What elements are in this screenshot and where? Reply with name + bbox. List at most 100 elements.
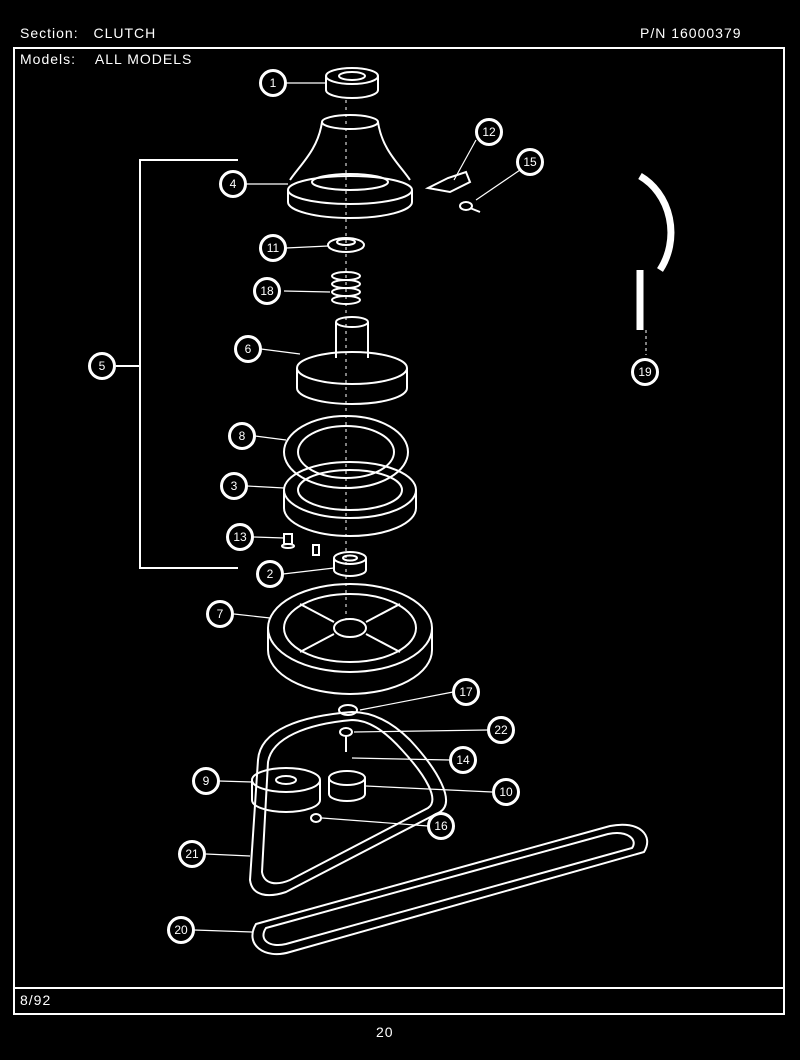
callout-11: 11 <box>259 234 287 262</box>
part-12-bracket <box>424 170 472 194</box>
callout-5: 5 <box>88 352 116 380</box>
part-16-pin <box>310 813 322 823</box>
callout-inner <box>231 425 253 447</box>
callout-2: 2 <box>256 560 284 588</box>
section-value: CLUTCH <box>93 25 157 41</box>
callout-22: 22 <box>487 716 515 744</box>
callout-label: 21 <box>185 847 199 861</box>
callout-inner <box>455 681 477 703</box>
callout-inner <box>495 781 517 803</box>
callout-9: 9 <box>192 767 220 795</box>
part-20-belt <box>251 823 649 955</box>
part-8-gasket <box>283 415 409 489</box>
revision-date: 8/92 <box>20 992 52 1008</box>
part-11-washer <box>327 237 365 253</box>
callout-label: 12 <box>482 125 496 139</box>
callout-label: 14 <box>456 753 470 767</box>
callout-label: 8 <box>239 429 246 443</box>
callout-inner <box>170 919 192 941</box>
callout-label: 16 <box>434 819 448 833</box>
callout-label: 17 <box>459 685 473 699</box>
callout-12: 12 <box>475 118 503 146</box>
callout-18: 18 <box>253 277 281 305</box>
callout-4: 4 <box>219 170 247 198</box>
part-13-screw <box>281 533 295 549</box>
callout-13: 13 <box>226 523 254 551</box>
callout-label: 1 <box>270 76 277 90</box>
part-2-bearing <box>333 551 367 577</box>
section-line: Section: CLUTCH <box>20 25 156 41</box>
part-4-housing <box>287 114 413 219</box>
callout-6: 6 <box>234 335 262 363</box>
callout-label: 7 <box>217 607 224 621</box>
pin-part <box>312 544 320 556</box>
callout-inner <box>237 338 259 360</box>
part-3-drum <box>283 461 417 537</box>
part-1-seal <box>325 67 379 99</box>
callout-label: 13 <box>233 530 247 544</box>
callout-inner <box>181 843 203 865</box>
callout-label: 10 <box>499 785 513 799</box>
callout-8: 8 <box>228 422 256 450</box>
callout-inner <box>634 361 656 383</box>
callout-14: 14 <box>449 746 477 774</box>
callout-inner <box>229 526 251 548</box>
part-6-hub <box>296 316 408 405</box>
callout-inner <box>223 475 245 497</box>
callout-label: 9 <box>203 774 210 788</box>
callout-inner <box>452 749 474 771</box>
callout-inner <box>91 355 113 377</box>
callout-label: 11 <box>267 241 280 255</box>
part-number: P/N 16000379 <box>640 25 742 41</box>
callout-1: 1 <box>259 69 287 97</box>
part-18-spring <box>331 271 361 305</box>
assembly-bracket <box>116 159 238 569</box>
callout-label: 4 <box>230 177 237 191</box>
models-label: Models: <box>20 51 77 67</box>
callout-label: 19 <box>638 365 652 379</box>
callout-label: 3 <box>231 479 238 493</box>
callout-inner <box>195 770 217 792</box>
callout-3: 3 <box>220 472 248 500</box>
callout-inner <box>430 815 452 837</box>
callout-inner <box>262 237 284 259</box>
callout-label: 22 <box>494 723 508 737</box>
callout-inner <box>222 173 244 195</box>
models-line: Models: ALL MODELS <box>20 51 192 67</box>
leader-lines <box>193 82 646 933</box>
callout-17: 17 <box>452 678 480 706</box>
part-10-collar <box>328 770 366 802</box>
callout-15: 15 <box>516 148 544 176</box>
part-17-nut <box>338 704 358 716</box>
part-22-fitting <box>339 727 353 752</box>
callout-16: 16 <box>427 812 455 840</box>
callout-7: 7 <box>206 600 234 628</box>
callout-21: 21 <box>178 840 206 868</box>
callout-20: 20 <box>167 916 195 944</box>
part-15-screw <box>459 201 481 213</box>
callout-inner <box>209 603 231 625</box>
part-21-belt <box>248 710 447 897</box>
diagram-frame <box>13 47 785 1015</box>
callout-inner <box>256 280 278 302</box>
callout-label: 15 <box>523 155 537 169</box>
footer-rule <box>13 987 785 989</box>
callout-10: 10 <box>492 778 520 806</box>
part-7-pulley <box>267 583 433 695</box>
callout-inner <box>478 121 500 143</box>
callout-19: 19 <box>631 358 659 386</box>
callout-inner <box>519 151 541 173</box>
callout-label: 2 <box>267 567 274 581</box>
models-value: ALL MODELS <box>94 51 193 67</box>
callout-label: 18 <box>260 284 274 298</box>
part-19-clip <box>636 172 675 355</box>
callout-inner <box>262 72 284 94</box>
page-number: 20 <box>376 1024 394 1040</box>
callout-inner <box>259 563 281 585</box>
callout-label: 6 <box>245 342 252 356</box>
callout-label: 20 <box>174 923 188 937</box>
callout-label: 5 <box>99 359 106 373</box>
part-9-small-pulley <box>251 767 321 813</box>
